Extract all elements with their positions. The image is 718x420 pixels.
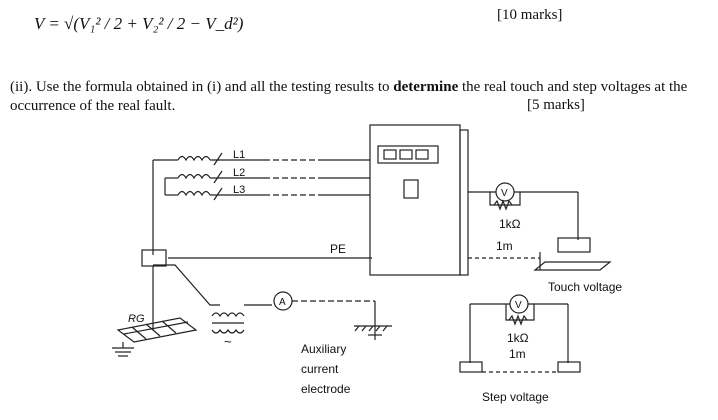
coil-l3 — [177, 190, 211, 197]
question-bold-word: determine — [393, 79, 459, 95]
step-resistor — [508, 314, 528, 326]
label-pe: PE — [330, 242, 346, 256]
meter-icon-1 — [383, 149, 397, 160]
aux-electrode-line-1: Auxiliary — [301, 342, 346, 356]
label-l1: L1 — [233, 149, 245, 161]
ammeter-symbol: A — [279, 297, 286, 308]
step-foot-right — [557, 361, 581, 373]
switchboard-cabinet — [369, 124, 461, 276]
formula-text: V = √(V₁² / 2 + V₂² / 2 − V_d²) — [34, 14, 244, 33]
step-resistor-label: 1kΩ — [507, 331, 529, 345]
step-voltmeter-symbol: V — [515, 300, 522, 311]
meter-icon-3 — [415, 149, 429, 160]
aux-electrode-line-3: electrode — [301, 382, 351, 396]
cabinet-switch-icon — [403, 179, 419, 199]
step-foot-left — [459, 361, 483, 373]
touch-ground-plate — [533, 261, 612, 271]
touch-resistor — [493, 199, 513, 211]
question-part-ii: (ii). Use the formula obtained in (i) an… — [10, 78, 710, 116]
question-suffix: the real touch and step voltages at the … — [10, 79, 688, 114]
aux-electrode-line-2: current — [301, 362, 339, 376]
touch-distance-label: 1m — [496, 239, 513, 253]
touch-resistor-label: 1kΩ — [499, 217, 521, 231]
step-distance-label: 1m — [509, 347, 526, 361]
touch-voltage-caption: Touch voltage — [548, 280, 622, 294]
source-symbol: ~ — [224, 334, 232, 349]
question-prefix: (ii). Use the formula obtained in (i) an… — [10, 79, 394, 95]
marks-part-ii: [5 marks] — [527, 97, 585, 113]
label-l3: L3 — [233, 184, 245, 196]
meter-icon-2 — [399, 149, 413, 160]
transformer-primary — [211, 312, 245, 318]
coil-l1 — [177, 155, 211, 162]
voltage-formula: V = √(V₁² / 2 + V₂² / 2 − V_d²) — [34, 14, 243, 34]
earth-terminal — [141, 249, 167, 267]
cabinet-side — [459, 129, 469, 276]
label-rg: RG — [128, 313, 145, 325]
coil-l2 — [177, 173, 211, 180]
ground-grid — [116, 317, 198, 343]
touch-voltmeter-symbol: V — [501, 188, 508, 199]
marks-part-i: [10 marks] — [497, 7, 563, 23]
transformer-secondary — [211, 328, 245, 334]
aux-connection — [153, 264, 220, 306]
step-voltage-caption: Step voltage — [482, 390, 549, 404]
touch-foot-plate — [557, 237, 591, 253]
label-l2: L2 — [233, 167, 245, 179]
cabinet-panel — [377, 145, 439, 164]
